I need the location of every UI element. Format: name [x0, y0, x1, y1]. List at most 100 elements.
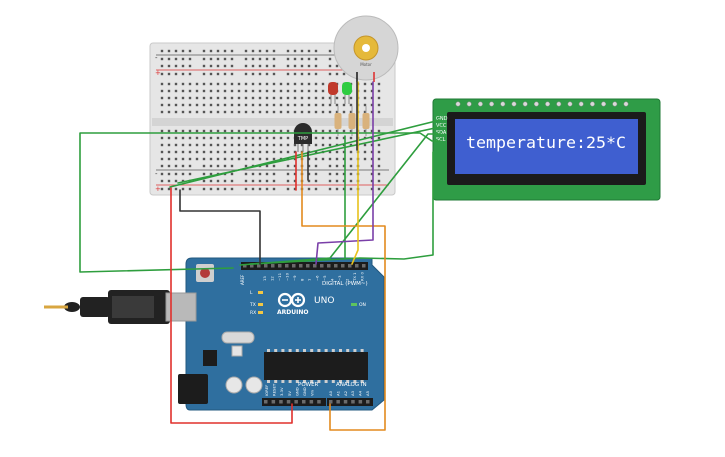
breadboard-hole: [265, 157, 269, 161]
breadboard-hole: [223, 157, 227, 161]
breadboard-hole: [342, 103, 346, 107]
ic-leg-top: [353, 349, 357, 352]
power-header: [262, 398, 326, 406]
digital-header-hole: [348, 264, 352, 268]
breadboard-hole: [377, 89, 381, 93]
resistor-3[interactable]: [362, 106, 370, 136]
power-header-hole: [279, 400, 283, 404]
breadboard-hole: [230, 96, 234, 100]
breadboard-hole: [328, 143, 332, 147]
resistor-1[interactable]: [334, 106, 342, 136]
wire-green-scl-loop[interactable]: [79, 132, 441, 273]
reset-button[interactable]: [200, 268, 210, 278]
breadboard-hole: [314, 96, 318, 100]
breadboard-hole: [293, 150, 297, 154]
digital-pin-label-12: TX 1: [352, 272, 357, 282]
breadboard-hole: [293, 49, 297, 53]
breadboard-hole: [342, 143, 346, 147]
breadboard[interactable]: - + - +: [149, 42, 396, 196]
ic-leg-bottom: [353, 380, 357, 383]
breadboard-hole: [209, 157, 213, 161]
breadboard-hole: [286, 89, 290, 93]
breadboard-hole: [293, 143, 297, 147]
digital-header-hole: [243, 264, 247, 268]
breadboard-hole: [216, 164, 220, 168]
breadboard-hole: [272, 150, 276, 154]
wire-purple[interactable]: [315, 81, 374, 265]
wire-black-gnd[interactable]: [179, 189, 261, 265]
dc-motor[interactable]: Motor: [333, 15, 399, 82]
breadboard-hole: [377, 103, 381, 107]
breadboard-hole: [328, 110, 332, 114]
breadboard-hole: [265, 150, 269, 154]
breadboard-hole: [244, 57, 248, 61]
breadboard-hole: [244, 179, 248, 183]
breadboard-hole: [244, 143, 248, 147]
breadboard-hole: [286, 103, 290, 107]
led-green-body: [342, 82, 352, 95]
breadboard-hole: [272, 82, 276, 86]
breadboard-hole: [251, 64, 255, 68]
breadboard-hole: [216, 82, 220, 86]
breadboard-hole: [286, 179, 290, 183]
breadboard-hole: [244, 129, 248, 133]
lcd-header-pin: [500, 101, 506, 107]
breadboard-hole: [321, 129, 325, 133]
breadboard-hole: [188, 187, 192, 191]
led-green[interactable]: [342, 82, 352, 104]
lcd-header-pin: [455, 101, 461, 107]
digital-header-hole: [355, 264, 359, 268]
breadboard-hole: [167, 150, 171, 154]
lcd-pin-scl: SCL: [436, 137, 446, 143]
breadboard-hole: [272, 187, 276, 191]
power-pin-label-0: IOREF: [264, 385, 269, 396]
wires[interactable]: [79, 81, 441, 431]
digital-pin-label-5: 8: [300, 278, 305, 281]
breadboard-hole: [314, 179, 318, 183]
wire-yellow[interactable]: [351, 81, 359, 265]
breadboard-hole: [335, 136, 339, 140]
analog-pin-label-5: A5: [365, 390, 370, 396]
ic-leg-top: [267, 349, 270, 352]
breadboard-hole: [321, 96, 325, 100]
breadboard-hole: [349, 136, 353, 140]
wire-red-5v[interactable]: [170, 187, 293, 424]
led-red[interactable]: [328, 82, 338, 104]
breadboard-hole: [167, 164, 171, 168]
rail-sign-bottom-positive: +: [155, 185, 161, 193]
breadboard-hole: [258, 96, 262, 100]
breadboard-hole: [167, 82, 171, 86]
breadboard-hole: [195, 110, 199, 114]
breadboard-hole: [349, 179, 353, 183]
resistor-2[interactable]: [348, 106, 356, 136]
resistor-3-body: [362, 113, 370, 129]
breadboard-hole: [167, 72, 171, 76]
lcd-module[interactable]: temperature:25*C GND VCC SDA SCL: [432, 98, 661, 201]
breadboard-hole: [160, 129, 164, 133]
ic-leg-bottom: [339, 380, 342, 383]
digital-pin-label-4: ~9: [292, 275, 297, 281]
breadboard-hole: [188, 64, 192, 68]
breadboard-hole: [209, 179, 213, 183]
breadboard-hole: [181, 150, 185, 154]
breadboard-hole: [377, 96, 381, 100]
wire-green-vcc[interactable]: [177, 126, 441, 184]
wire-orange-analog[interactable]: [301, 151, 386, 431]
wire-green-lcd-side[interactable]: [249, 151, 434, 265]
breadboard-hole: [293, 157, 297, 161]
breadboard-hole: [216, 179, 220, 183]
resistor-2-body: [348, 113, 356, 129]
digital-header-hole: [327, 264, 331, 268]
breadboard-hole: [279, 150, 283, 154]
breadboard-hole: [300, 110, 304, 114]
breadboard-hole: [195, 143, 199, 147]
breadboard-hole: [216, 157, 220, 161]
breadboard-hole: [314, 82, 318, 86]
breadboard-hole: [216, 110, 220, 114]
breadboard-hole: [209, 143, 213, 147]
digital-pin-label-0: 13: [262, 276, 267, 281]
breadboard-hole: [335, 110, 339, 114]
